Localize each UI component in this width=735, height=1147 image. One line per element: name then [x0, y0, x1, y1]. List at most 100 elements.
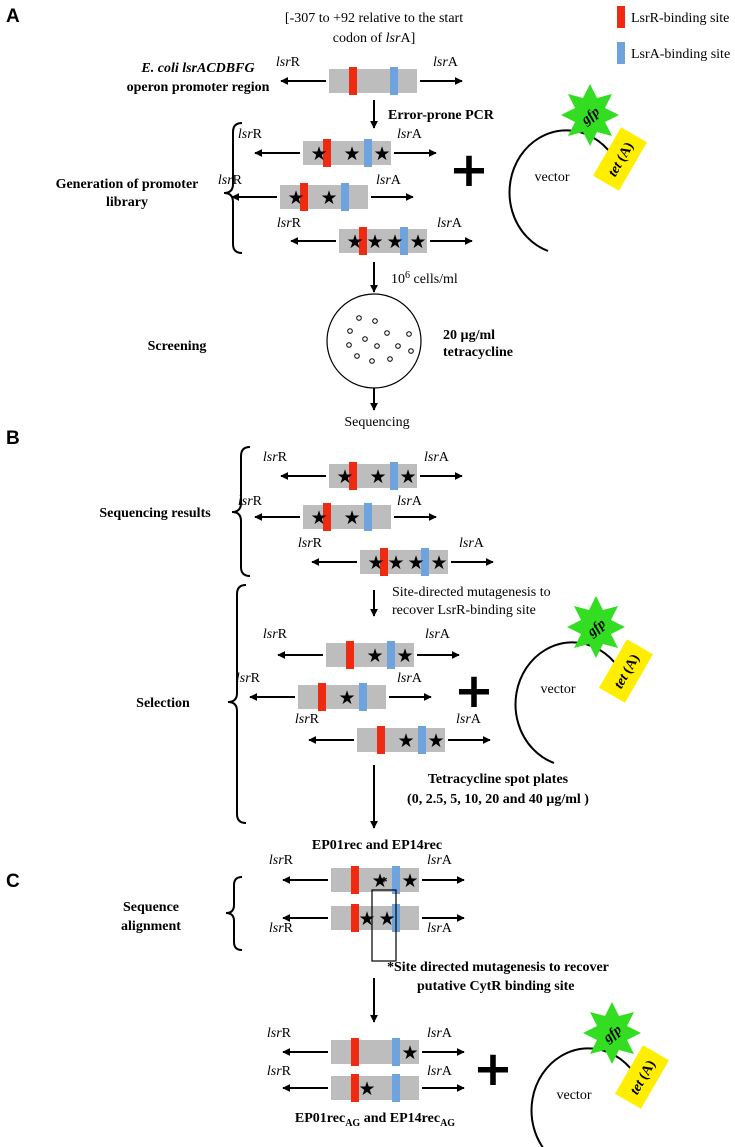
lsra-binding-site [392, 1038, 400, 1066]
mutation-star: ★ [409, 231, 426, 253]
lsra-gene-label: lsrA [397, 671, 423, 686]
plasmid-ring [514, 641, 619, 764]
lsra-gene-label: lsrA [376, 173, 402, 188]
tet-box: tet (A) [593, 127, 647, 191]
lsrr-gene-label: lsrR [267, 1064, 292, 1079]
mutation-star: ★ [396, 645, 413, 667]
alignment-label-line1: Sequence [123, 900, 179, 915]
lsra-binding-site [364, 503, 372, 531]
operon-label-line1: E. coli lsrACDBFG [140, 61, 254, 76]
operon-label-line2: operon promoter region [127, 80, 270, 95]
legend-lsrr-label: LsrR-binding site [631, 11, 729, 26]
library-brace [223, 122, 243, 254]
promoter-bar [326, 643, 414, 667]
tetracycline-conc-line1: 20 µg/ml [443, 328, 495, 343]
cytr-line2: putative CytR binding site [417, 979, 575, 994]
lsrr-gene-label: lsrR [277, 216, 302, 231]
lsrr-gene-label: lsrR [298, 536, 323, 551]
gfp-burst [567, 596, 625, 658]
lsrr-binding-site [351, 904, 359, 932]
lsra-gene-label: lsrA [456, 712, 482, 727]
sequencing-brace [231, 446, 251, 577]
panel-label-c: C [6, 871, 20, 892]
lsrr-gene-label: lsrR [269, 921, 294, 936]
vector-label: vector [557, 1088, 592, 1103]
lsra-gene-label: lsrA [397, 127, 423, 142]
mutation-star: ★ [358, 908, 375, 930]
cells-label: 106 cells/ml [391, 270, 458, 287]
lsra-binding-site [400, 227, 408, 255]
lsra-binding-site [387, 641, 395, 669]
tet-box: tet (A) [599, 639, 653, 703]
mutation-star: ★ [367, 552, 384, 574]
mutation-star: ★ [399, 466, 416, 488]
mutation-star: ★ [401, 870, 418, 892]
lsrr-gene-label: lsrR [218, 173, 243, 188]
promoter-bar [298, 685, 386, 709]
mutation-star: ★ [346, 231, 363, 253]
promoter-bar [331, 1040, 419, 1064]
promoter-bar [280, 185, 368, 209]
legend-lsra-swatch [617, 42, 625, 64]
final-constructs-label: EP01recAG and EP14recAG [295, 1111, 455, 1129]
mutation-star: ★ [336, 466, 353, 488]
lsra-gene-label: lsrA [427, 921, 453, 936]
alignment-highlight-box [371, 889, 397, 962]
tet-box: tet (A) [615, 1045, 669, 1109]
plate-colonies [346, 315, 414, 364]
mutation-star: ★ [369, 466, 386, 488]
lsra-gene-label: lsrA [433, 55, 459, 70]
plus-icon: + [454, 663, 494, 719]
alignment-asterisk: * [381, 875, 388, 890]
lsrr-binding-site [380, 548, 388, 576]
promoter-bar [339, 229, 427, 253]
lsrr-gene-label: lsrR [269, 853, 294, 868]
lsrr-gene-label: lsrR [295, 712, 320, 727]
lsrr-binding-site [351, 1074, 359, 1102]
lsra-gene-label: lsrA [427, 1026, 453, 1041]
lsrr-binding-site [318, 683, 326, 711]
panel-label-a: A [6, 6, 20, 27]
mutation-star: ★ [401, 1042, 418, 1064]
lsra-gene-label: lsrA [437, 216, 463, 231]
vector-label: vector [535, 170, 570, 185]
alignment-brace [225, 876, 243, 951]
mutation-star: ★ [343, 507, 360, 529]
vector-label: vector [541, 682, 576, 697]
lsrr-binding-site [349, 462, 357, 490]
screening-label: Screening [148, 339, 207, 354]
lsrr-binding-site [300, 183, 308, 211]
lsrr-binding-site [351, 866, 359, 894]
mutation-star: ★ [371, 870, 388, 892]
lsra-binding-site [359, 683, 367, 711]
mutation-star: ★ [430, 552, 447, 574]
legend-lsrr-swatch [617, 6, 625, 28]
lsra-binding-site [364, 139, 372, 167]
lsrr-gene-label: lsrR [238, 127, 263, 142]
sequencing-label: Sequencing [344, 415, 409, 430]
lsrr-binding-site [323, 139, 331, 167]
lsra-gene-label: lsrA [397, 494, 423, 509]
promoter-bar [357, 728, 445, 752]
mutation-star: ★ [310, 143, 327, 165]
promoter-bar [329, 69, 417, 93]
lsra-binding-site [392, 1074, 400, 1102]
mutation-star: ★ [386, 231, 403, 253]
lsrr-binding-site [349, 67, 357, 95]
plasmid-vector: gfp tet (A) vector [530, 1002, 669, 1147]
lsrr-binding-site [323, 503, 331, 531]
cytr-line1: *Site directed mutagenesis to recover [387, 960, 609, 975]
library-label-line2: library [106, 195, 148, 210]
mutation-star: ★ [358, 1078, 375, 1100]
lsra-binding-site [390, 462, 398, 490]
spot-plates-line2: (0, 2.5, 5, 10, 20 and 40 µg/ml ) [407, 792, 589, 807]
lsrr-binding-site [351, 1038, 359, 1066]
lsra-binding-site [341, 183, 349, 211]
range-text-line1: [-307 to +92 relative to the start [285, 11, 463, 26]
